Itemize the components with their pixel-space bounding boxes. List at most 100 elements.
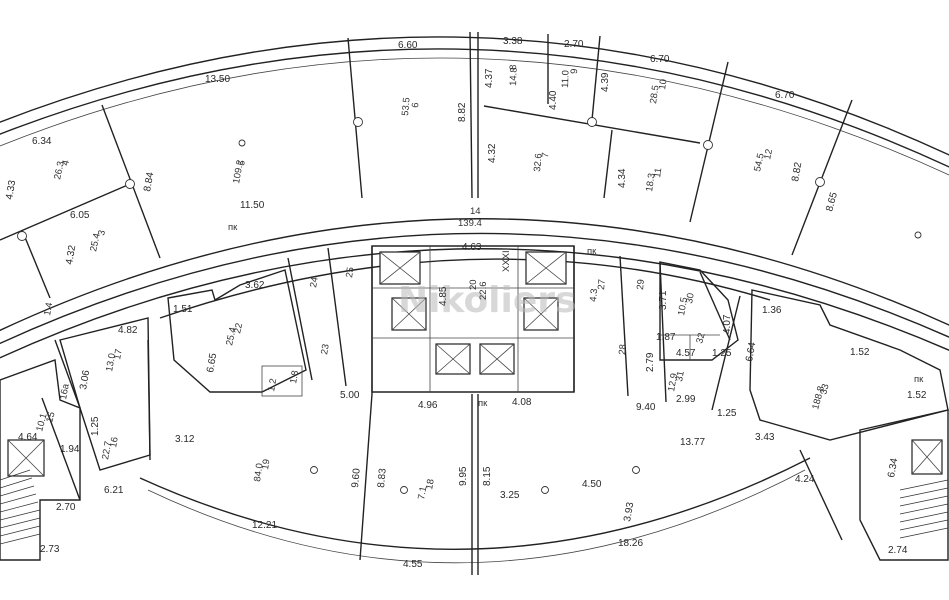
dim-4-63: 4.63 bbox=[462, 242, 482, 253]
dim-8-83: 8.83 bbox=[376, 467, 389, 488]
room-16a: 16a bbox=[58, 382, 72, 400]
dim-4-32-a: 4.32 bbox=[487, 143, 498, 163]
room-18-area: 7.1 bbox=[416, 486, 429, 501]
dim-4-96: 4.96 bbox=[418, 400, 438, 411]
room-3-area: 25.4 bbox=[88, 232, 103, 252]
dim-11-50: 11.50 bbox=[240, 200, 265, 211]
dim-9-40: 9.40 bbox=[636, 402, 656, 413]
dim-3-06: 3.06 bbox=[78, 369, 92, 391]
dim-4-82: 4.82 bbox=[118, 325, 138, 336]
dim-3-25: 3.25 bbox=[500, 490, 520, 501]
columns bbox=[17, 117, 922, 494]
dim-3-62: 3.62 bbox=[245, 280, 265, 291]
dim-1-25-c: 1.25 bbox=[90, 416, 101, 436]
room-4: 4 bbox=[60, 159, 72, 166]
dim-4-85: 4.85 bbox=[438, 286, 449, 306]
room-11: 11 bbox=[652, 167, 664, 178]
room-14-area: 139.4 bbox=[458, 218, 482, 229]
dim-8-15: 8.15 bbox=[482, 466, 493, 486]
watermark: Nikoliers bbox=[398, 280, 576, 321]
dim-6-05: 6.05 bbox=[70, 210, 90, 221]
dim-1-52-a: 1.52 bbox=[850, 347, 870, 358]
dim-9-60: 9.60 bbox=[350, 467, 363, 488]
dim-5-00: 5.00 bbox=[340, 390, 360, 401]
room-7: 7 bbox=[540, 152, 551, 158]
room-31-area: 12.9 bbox=[666, 372, 680, 392]
dim-3-43: 3.43 bbox=[755, 432, 775, 443]
room-33-area: 188.8 bbox=[810, 385, 827, 411]
room-labels: 14 139.4 5 109.2 6 53.5 4 26.3 3 25.4 8 … bbox=[34, 64, 831, 500]
dim-4-50: 4.50 bbox=[582, 479, 602, 490]
pk-label-3: пк bbox=[478, 398, 488, 409]
room-31: 31 bbox=[674, 370, 687, 382]
room-27: 27 bbox=[596, 279, 608, 290]
room-21-a: 1.2 bbox=[266, 378, 279, 393]
room-7-area: 32.6 bbox=[532, 153, 545, 172]
room-9: 9 bbox=[569, 68, 580, 74]
dim-6-60: 6.60 bbox=[398, 40, 418, 51]
dim-4-55: 4.55 bbox=[403, 559, 423, 570]
room-20: 20 bbox=[468, 279, 479, 290]
dim-2-70-b: 2.70 bbox=[56, 502, 76, 513]
room-19: 19 bbox=[260, 458, 272, 470]
dim-4-40: 4.40 bbox=[548, 90, 559, 110]
dim-1-87: 1.87 bbox=[656, 332, 676, 343]
pk-label-1: пк bbox=[228, 222, 238, 233]
dim-4-64: 4.64 bbox=[18, 432, 38, 443]
dim-1-36: 1.36 bbox=[762, 305, 782, 316]
dim-1-25-a: 1.25 bbox=[712, 348, 732, 359]
room-11-area: 18.3 bbox=[644, 173, 657, 193]
dim-2-99: 2.99 bbox=[676, 394, 696, 405]
dim-18-26: 18.26 bbox=[618, 538, 643, 549]
room-12-area: 54.5 bbox=[752, 152, 767, 172]
room-14: 14 bbox=[470, 206, 481, 217]
room-16: 16 bbox=[108, 436, 121, 448]
dim-4-34: 4.34 bbox=[617, 168, 628, 188]
room-6: 6 bbox=[410, 102, 421, 108]
room-22: 22 bbox=[232, 322, 245, 335]
room-24: 24 bbox=[308, 276, 321, 288]
dim-1-51: 1.51 bbox=[173, 304, 193, 315]
room-15-area: 10.1 bbox=[34, 412, 49, 433]
room-8-area: 14.8 bbox=[508, 67, 520, 86]
room-9-area: 11.0 bbox=[560, 70, 572, 88]
dim-6-65: 6.65 bbox=[205, 352, 219, 374]
room-20-area: 22.6 bbox=[478, 282, 489, 301]
dim-8-84: 8.84 bbox=[142, 171, 156, 193]
stairs-right bbox=[899, 479, 949, 539]
roman-numeral: XXXII bbox=[501, 248, 512, 272]
room-29: 29 bbox=[635, 279, 647, 290]
dim-4-33: 4.33 bbox=[4, 179, 18, 201]
dim-13-50: 13.50 bbox=[205, 74, 230, 85]
room-30: 30 bbox=[684, 292, 697, 304]
dim-8-82-a: 8.82 bbox=[457, 102, 468, 122]
dim-3-38: 3.38 bbox=[503, 36, 523, 47]
dim-6-70-b: 6.70 bbox=[775, 90, 795, 101]
dim-1-52-b: 1.52 bbox=[907, 390, 927, 401]
room-22-area: 25.4 bbox=[224, 326, 239, 346]
dim-3-71: 3.71 bbox=[658, 290, 669, 310]
room-5: 5 bbox=[236, 159, 248, 166]
room-27-area: 4.3 bbox=[588, 288, 600, 302]
pk-label-4: пк bbox=[914, 374, 924, 385]
dim-4-39: 4.39 bbox=[600, 72, 611, 92]
dim-1-25-b: 1.25 bbox=[717, 408, 737, 419]
room-12: 12 bbox=[762, 148, 775, 161]
dim-9-95: 9.95 bbox=[458, 466, 469, 486]
dim-6-70-a: 6.70 bbox=[650, 54, 670, 65]
elevators bbox=[7, 251, 943, 477]
room-28: 28 bbox=[617, 344, 629, 355]
room-1-small: 1.4 bbox=[42, 302, 55, 317]
room-4-area: 26.3 bbox=[52, 160, 67, 180]
dim-4-57: 4.57 bbox=[676, 348, 696, 359]
dim-6-34-a: 6.34 bbox=[32, 136, 52, 147]
dim-6-34-b: 6.34 bbox=[886, 457, 900, 479]
room-6-area: 53.5 bbox=[400, 97, 413, 116]
dim-1-94: 1.94 bbox=[60, 444, 80, 455]
dim-2-74: 2.74 bbox=[888, 545, 908, 556]
dim-8-82-b: 8.82 bbox=[790, 161, 804, 183]
dim-12-21: 12.21 bbox=[252, 520, 277, 531]
dim-4-08: 4.08 bbox=[512, 397, 532, 408]
dim-4-24: 4.24 bbox=[795, 474, 815, 485]
